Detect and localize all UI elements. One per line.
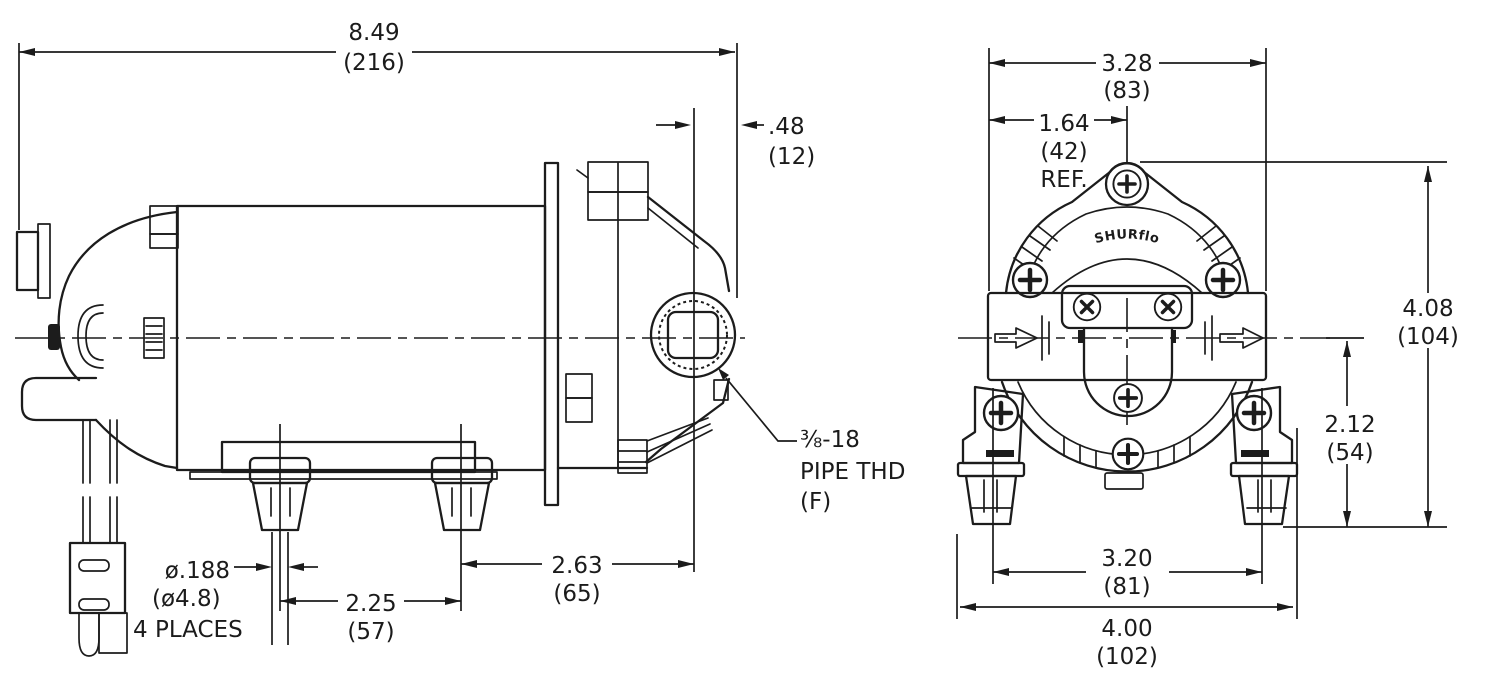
terminal-block [143, 317, 165, 359]
dim-foot-to-port: 2.63 (65) [461, 553, 694, 607]
thread-text-3: (F) [800, 489, 831, 515]
motor-flange [543, 161, 560, 507]
dim-body-width: 3.28 (83) [988, 48, 1267, 291]
dim-text-mm: (102) [1096, 644, 1158, 670]
dim-note: 4 PLACES [133, 617, 243, 643]
thread-text-2: PIPE THD [800, 459, 905, 485]
dim-mount-hole: ø.188 (ø4.8) 4 PLACES [133, 532, 318, 645]
thread-text-1: ⅜-18 [800, 427, 860, 453]
dim-text: 8.49 [348, 20, 399, 46]
port-threads [658, 300, 728, 370]
dim-port-protrusion: .48 (12) [656, 108, 815, 572]
head-bottom-profile [644, 377, 731, 464]
leader-arrowhead [718, 368, 729, 380]
port-thread-note: ⅜-18 PIPE THD (F) [800, 427, 905, 515]
dim-text-mm: (57) [347, 619, 394, 645]
flow-arrow-inlet [994, 327, 1038, 349]
flow-arrow-outlet [1219, 327, 1264, 349]
dim-text: 3.20 [1101, 546, 1152, 572]
connector-plug [78, 612, 100, 657]
dim-text: 4.08 [1402, 296, 1453, 322]
dim-overall-height: 4.08 (104) [1140, 161, 1459, 528]
dim-text-mm: (104) [1397, 324, 1459, 350]
dim-center-to-base: 2.12 (54) [1324, 337, 1376, 527]
top-screw-boss [1104, 161, 1150, 207]
dim-text: 4.00 [1101, 616, 1152, 642]
dim-text-mm: (81) [1103, 574, 1150, 600]
dim-text-mm: (ø4.8) [152, 586, 221, 612]
dim-note: REF. [1040, 167, 1087, 193]
dim-bolt-spacing: 3.20 (81) [992, 388, 1263, 600]
manifold-body [986, 291, 1268, 382]
wire-boss [20, 376, 98, 422]
dim-text: 2.25 [345, 591, 396, 617]
phillips-screw-left-foot [984, 396, 1018, 430]
dim-text-mm: (12) [768, 144, 815, 170]
brand-logo: SHURflo [1093, 227, 1161, 247]
diaphragm-dome [1051, 258, 1203, 294]
phillips-screw-center [1112, 382, 1144, 414]
valve-plate [1060, 284, 1194, 330]
clamp-ribs [1063, 436, 1191, 469]
dim-text-mm: (54) [1326, 440, 1373, 466]
front-view-pump: SHURflo [956, 161, 1330, 526]
dim-text-mm: (83) [1103, 78, 1150, 104]
dim-text-mm: (42) [1040, 139, 1087, 165]
dim-overall-length: 8.49 (216) [18, 20, 738, 298]
dim-text: 2.12 [1324, 412, 1375, 438]
motor-rear-cap [15, 230, 40, 292]
dim-overall-width: 4.00 (102) [956, 428, 1298, 670]
dimensions: 8.49 (216) .48 (12) 2.63 (65) [18, 20, 1459, 670]
terminal-blob [48, 324, 60, 350]
dim-port-center-ref: 1.64 (42) REF. [989, 106, 1128, 193]
head-top-profile [646, 195, 731, 293]
phillips-screw-top [1111, 168, 1143, 200]
lower-housing-arc [1000, 380, 1254, 473]
pump-port [649, 291, 737, 379]
dim-text: .48 [768, 114, 805, 140]
bracket-foot-right [1229, 385, 1299, 526]
wire-connector [68, 541, 127, 615]
center-pocket [1082, 326, 1174, 418]
leader-line [725, 377, 797, 442]
dim-foot-spacing: 2.25 (57) [279, 424, 462, 645]
brand-logo-text: SHURflo [1093, 227, 1161, 247]
dim-text: 2.63 [551, 553, 602, 579]
dim-text-mm: (216) [343, 50, 405, 76]
rubber-foot-right [430, 456, 494, 532]
dim-text: 1.64 [1038, 111, 1089, 137]
motor-rear-bell [57, 210, 179, 382]
phillips-screw-bottom [1113, 439, 1144, 470]
bracket-foot-left [956, 385, 1026, 526]
power-wires [82, 419, 118, 544]
side-view-pump [15, 161, 797, 657]
base-plate [189, 471, 498, 480]
dim-text: ø.188 [165, 558, 230, 584]
dim-text-mm: (65) [553, 581, 600, 607]
dim-text: 3.28 [1101, 51, 1152, 77]
bottom-tab [1104, 472, 1144, 490]
phillips-screw-right-foot [1237, 396, 1271, 430]
